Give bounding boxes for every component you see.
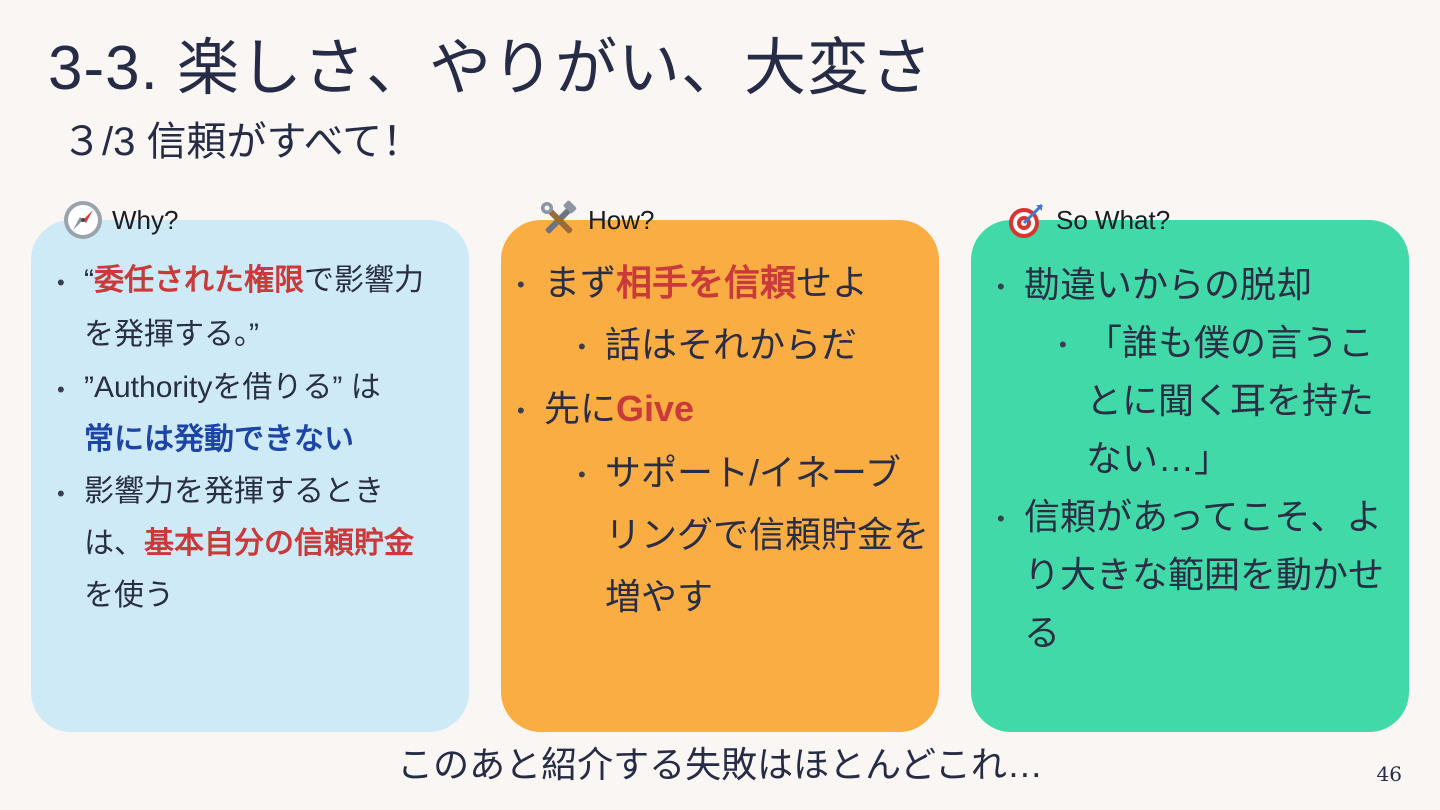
list-item: まず相手を信頼せよ (517, 252, 929, 316)
list-item: 勘違いからの脱却 (997, 256, 1404, 316)
why-header: Why? (62, 198, 178, 242)
target-icon (1006, 199, 1048, 241)
slide-title: 3-3. 楽しさ、やりがい、大変さ (48, 34, 934, 103)
list-item: 信頼があってこそ、より大きな範囲を動かせる (997, 488, 1404, 662)
footer-text: このあと紹介する失敗はほとんどこれ… (397, 744, 1043, 785)
so-what-header: So What? (1006, 198, 1170, 242)
page-number: 46 (1376, 762, 1402, 786)
why-bullet-list: “委任された権限で影響力を発揮する。” ”Authorityを借りる” は 常に… (57, 254, 439, 622)
why-header-label: Why? (112, 204, 179, 235)
list-item: 話はそれからだ (578, 314, 929, 378)
so-what-bullet-list: 勘違いからの脱却 「誰も僕の言うことに聞く耳を持たない…」 信頼があってこそ、よ… (997, 256, 1404, 662)
list-item: 先にGive (517, 378, 929, 442)
slide-subtitle: ３/3 信頼がすべて！ (62, 120, 423, 164)
list-item: ”Authorityを借りる” は 常には発動できない (57, 362, 439, 466)
how-header: How? (538, 198, 654, 242)
list-item: 影響力を発揮するときは、基本自分の信頼貯金を使う (57, 466, 439, 622)
how-bullet-list: まず相手を信頼せよ 話はそれからだ 先にGive サポート/イネーブリングで信頼… (517, 252, 929, 628)
list-item: 「誰も僕の言うことに聞く耳を持たない…」 (1059, 314, 1404, 488)
list-item: サポート/イネーブリングで信頼貯金を増やす (578, 442, 929, 628)
tools-icon (538, 199, 580, 241)
so-what-header-label: So What? (1056, 204, 1171, 235)
how-header-label: How? (588, 204, 655, 235)
list-item: “委任された権限で影響力を発揮する。” (57, 254, 439, 362)
compass-icon (62, 199, 104, 241)
